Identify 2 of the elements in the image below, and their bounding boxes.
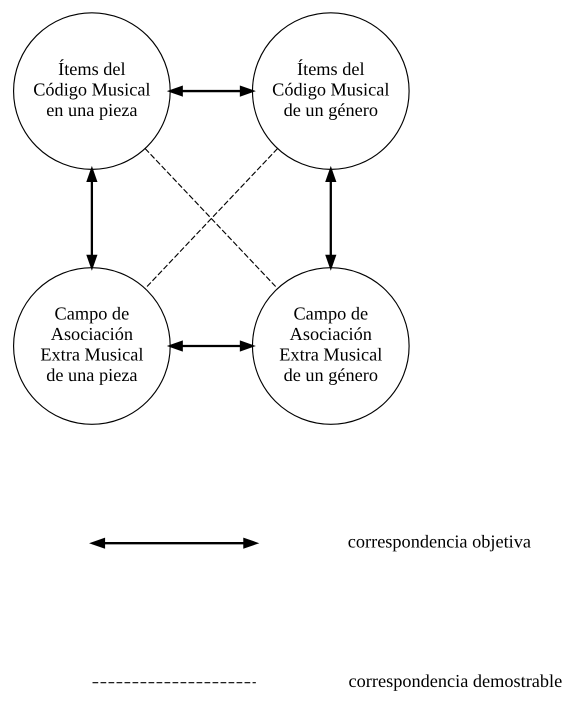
legend-label: correspondencia demostrable bbox=[348, 670, 562, 691]
legend-label: correspondencia objetiva bbox=[348, 532, 532, 552]
